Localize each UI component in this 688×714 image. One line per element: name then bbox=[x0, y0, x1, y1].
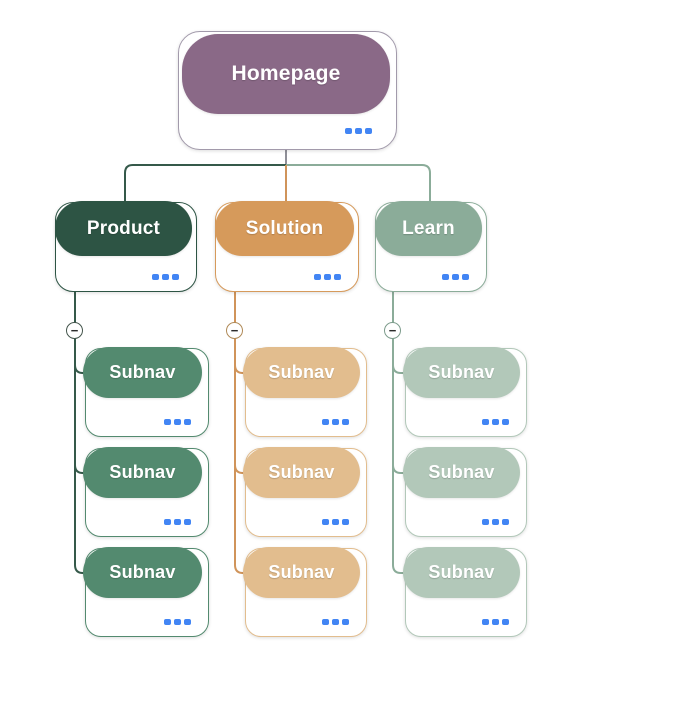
ellipsis-menu-icon[interactable] bbox=[479, 519, 509, 525]
node-solution-label: Solution bbox=[245, 217, 324, 239]
node-solution[interactable]: Solution bbox=[215, 201, 359, 292]
connector-solution-subnavs bbox=[234, 290, 249, 574]
connector-homepage-product bbox=[124, 164, 286, 202]
node-product-pill: Product bbox=[55, 201, 192, 256]
node-subnav-pill: Subnav bbox=[403, 447, 520, 498]
node-homepage-pill: Homepage bbox=[182, 34, 390, 114]
node-subnav-pill: Subnav bbox=[243, 347, 360, 398]
node-learn-pill: Learn bbox=[375, 201, 482, 256]
node-subnav-label: Subnav bbox=[109, 462, 176, 482]
node-homepage-label: Homepage bbox=[231, 62, 341, 85]
node-subnav-pill: Subnav bbox=[83, 347, 202, 398]
node-learn-subnav-1[interactable]: Subnav bbox=[403, 347, 527, 437]
node-subnav-pill: Subnav bbox=[243, 547, 360, 598]
node-learn-label: Learn bbox=[402, 217, 455, 239]
ellipsis-menu-icon[interactable] bbox=[161, 419, 191, 425]
connector-learn-subnavs bbox=[392, 290, 409, 574]
connector-product-subnavs bbox=[74, 290, 89, 574]
node-product-subnav-3[interactable]: Subnav bbox=[83, 547, 209, 637]
node-subnav-label: Subnav bbox=[109, 562, 176, 582]
ellipsis-menu-icon[interactable] bbox=[479, 619, 509, 625]
node-solution-subnav-2[interactable]: Subnav bbox=[243, 447, 367, 537]
node-product[interactable]: Product bbox=[55, 201, 197, 292]
ellipsis-menu-icon[interactable] bbox=[439, 274, 469, 280]
node-learn-subnav-3[interactable]: Subnav bbox=[403, 547, 527, 637]
ellipsis-menu-icon[interactable] bbox=[319, 619, 349, 625]
ellipsis-menu-icon[interactable] bbox=[342, 128, 372, 134]
node-subnav-label: Subnav bbox=[109, 362, 176, 382]
ellipsis-menu-icon[interactable] bbox=[319, 519, 349, 525]
collapse-toggle-solution[interactable]: − bbox=[226, 322, 243, 339]
collapse-toggle-product[interactable]: − bbox=[66, 322, 83, 339]
minus-icon: − bbox=[388, 322, 397, 338]
node-subnav-label: Subnav bbox=[428, 462, 495, 482]
node-subnav-label: Subnav bbox=[268, 362, 335, 382]
minus-icon: − bbox=[70, 322, 79, 338]
node-subnav-label: Subnav bbox=[428, 562, 495, 582]
ellipsis-menu-icon[interactable] bbox=[149, 274, 179, 280]
node-solution-pill: Solution bbox=[215, 201, 354, 256]
node-learn[interactable]: Learn bbox=[375, 201, 487, 292]
ellipsis-menu-icon[interactable] bbox=[161, 519, 191, 525]
ellipsis-menu-icon[interactable] bbox=[161, 619, 191, 625]
node-product-subnav-2[interactable]: Subnav bbox=[83, 447, 209, 537]
node-subnav-label: Subnav bbox=[428, 362, 495, 382]
minus-icon: − bbox=[230, 322, 239, 338]
node-product-subnav-1[interactable]: Subnav bbox=[83, 347, 209, 437]
node-homepage[interactable]: Homepage bbox=[178, 31, 397, 150]
node-subnav-pill: Subnav bbox=[243, 447, 360, 498]
connector-homepage-learn bbox=[286, 164, 431, 202]
node-solution-subnav-1[interactable]: Subnav bbox=[243, 347, 367, 437]
node-subnav-pill: Subnav bbox=[403, 347, 520, 398]
node-product-label: Product bbox=[86, 217, 161, 239]
node-solution-subnav-3[interactable]: Subnav bbox=[243, 547, 367, 637]
node-subnav-pill: Subnav bbox=[403, 547, 520, 598]
ellipsis-menu-icon[interactable] bbox=[479, 419, 509, 425]
ellipsis-menu-icon[interactable] bbox=[319, 419, 349, 425]
node-subnav-pill: Subnav bbox=[83, 547, 202, 598]
node-subnav-label: Subnav bbox=[268, 562, 335, 582]
node-subnav-pill: Subnav bbox=[83, 447, 202, 498]
node-subnav-label: Subnav bbox=[268, 462, 335, 482]
node-learn-subnav-2[interactable]: Subnav bbox=[403, 447, 527, 537]
ellipsis-menu-icon[interactable] bbox=[311, 274, 341, 280]
collapse-toggle-learn[interactable]: − bbox=[384, 322, 401, 339]
